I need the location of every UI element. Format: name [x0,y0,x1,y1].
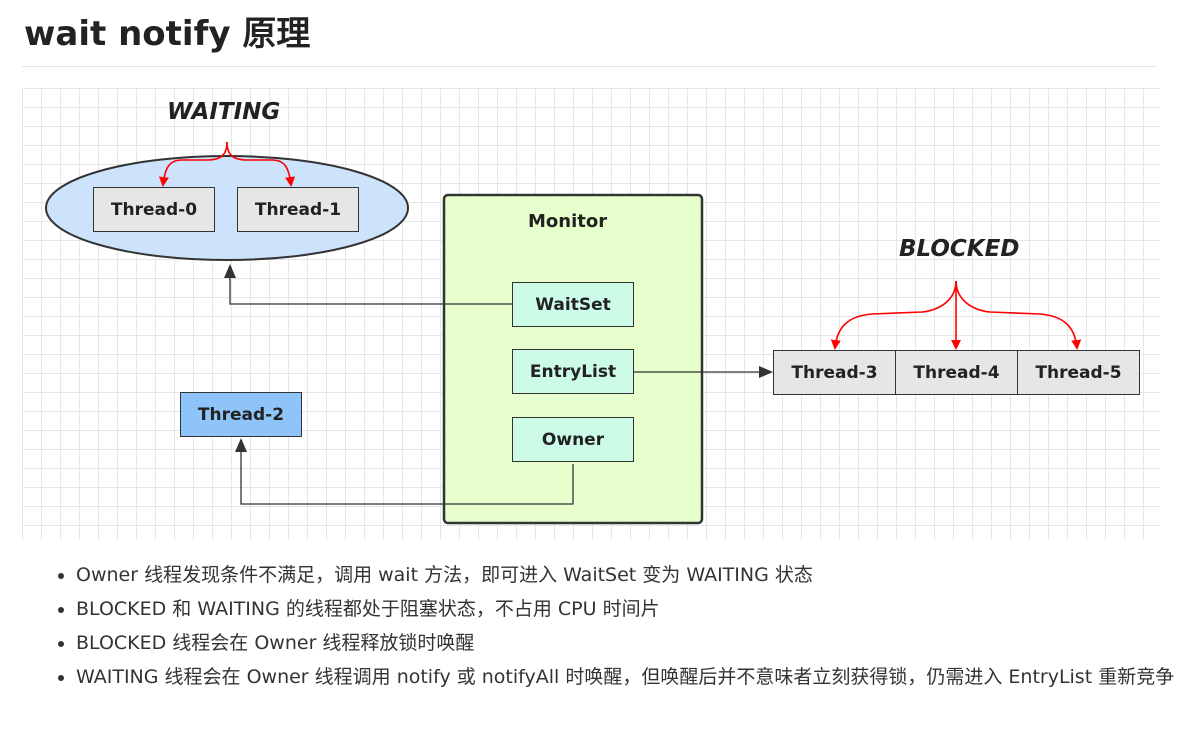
wait-notify-diagram: WAITING BLOCKED Thread-0 Thread-1 Monito… [22,88,1160,540]
thread-4-box: Thread-4 [895,350,1018,395]
waiting-arrow-right [226,141,296,187]
thread-1-box: Thread-1 [237,187,359,232]
owner-to-thread2-connector [235,438,574,505]
monitor-title: Monitor [528,211,608,232]
page-title: wait notify 原理 [24,14,311,54]
entrylist-box: EntryList [512,349,634,394]
waitset-box: WaitSet [512,282,634,327]
list-item: WAITING 线程会在 Owner 线程调用 notify 或 notifyA… [76,660,1186,694]
waiting-state-label: WAITING [167,99,281,125]
waiting-ellipse [45,155,409,261]
list-item: BLOCKED 线程会在 Owner 线程释放锁时唤醒 [76,626,1186,660]
owner-box: Owner [512,417,634,462]
list-item: BLOCKED 和 WAITING 的线程都处于阻塞状态，不占用 CPU 时间片 [76,592,1186,626]
blocked-state-label: BLOCKED [899,236,1020,262]
title-divider [22,66,1157,67]
list-item: Owner 线程发现条件不满足，调用 wait 方法，即可进入 WaitSet … [76,558,1186,592]
thread-5-box: Thread-5 [1017,350,1140,395]
blocked-arrow-left [830,280,957,350]
thread-0-box: Thread-0 [93,187,215,232]
waiting-arrow-left [158,141,228,187]
notes-list: Owner 线程发现条件不满足，调用 wait 方法，即可进入 WaitSet … [48,558,1186,694]
waitset-to-waiting-connector [224,264,512,305]
blocked-arrow-right [955,280,1082,350]
thread-2-box: Thread-2 [180,392,302,437]
thread-3-box: Thread-3 [773,350,896,395]
